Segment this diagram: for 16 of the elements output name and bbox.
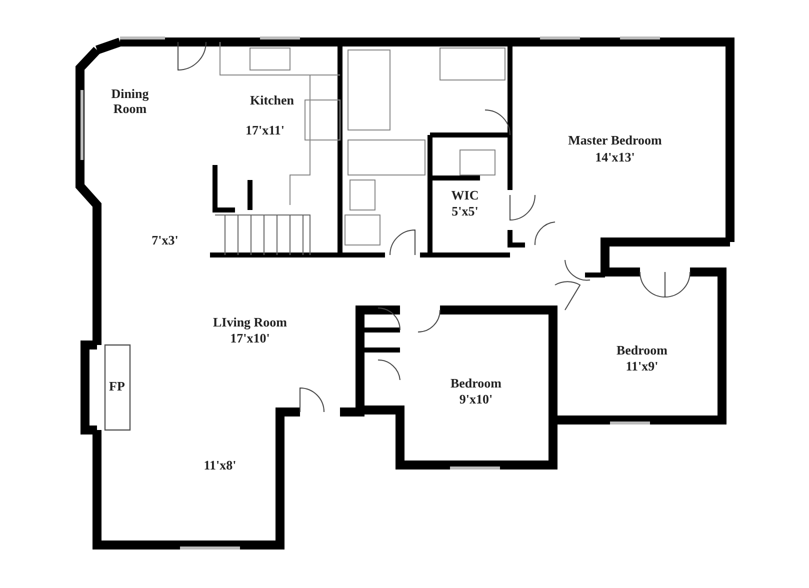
room-label: Bedroom xyxy=(450,376,502,390)
room-label: Dining Room xyxy=(110,86,150,116)
room-dimension: 11'x8' xyxy=(204,458,236,472)
room-label: Kitchen xyxy=(250,92,294,108)
room-label: Bedroom xyxy=(616,342,668,358)
room-dimension: 9'x10' xyxy=(459,392,493,406)
fireplace-label: FP xyxy=(109,378,125,394)
room-dimension: 17'x10' xyxy=(230,330,270,346)
room-dimension: 11'x9' xyxy=(626,358,658,374)
room-dimension: 14'x13' xyxy=(595,150,635,164)
room-dimension: 7'x3' xyxy=(152,232,178,248)
room-dimension: 17'x11' xyxy=(246,122,284,138)
room-label: WIC xyxy=(451,188,479,202)
room-label: Master Bedroom xyxy=(568,132,662,148)
room-dimension: 5'x5' xyxy=(452,204,478,218)
room-label: LIving Room xyxy=(212,314,288,330)
